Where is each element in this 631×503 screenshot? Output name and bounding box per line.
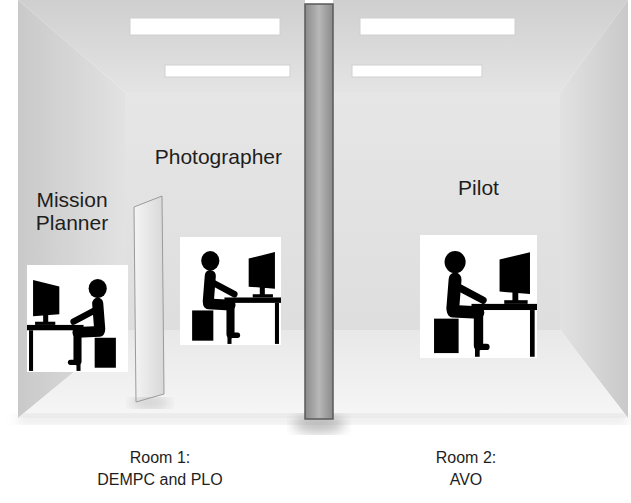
- person-icon: [192, 251, 281, 344]
- ceiling-light: [352, 65, 482, 77]
- room-area: Mission PlannerPhotographerRoom 1: DEMPC…: [0, 0, 305, 503]
- role-label: Mission Planner: [18, 188, 126, 234]
- ceiling-light: [165, 65, 290, 77]
- partition-shadow: [130, 398, 170, 408]
- person-station: Photographer: [130, 145, 284, 347]
- person-station: Pilot: [418, 176, 539, 360]
- person-station: Mission Planner: [24, 188, 132, 374]
- divider-wall: [305, 4, 333, 419]
- role-label: Pilot: [418, 176, 539, 200]
- person-icon: [27, 279, 116, 371]
- icon-box: [180, 237, 281, 345]
- ceiling-light: [130, 18, 280, 35]
- person-icon: [434, 251, 537, 357]
- room-caption: Room 1: DEMPC and PLO: [94, 447, 226, 491]
- ceiling-light: [360, 18, 515, 35]
- room-caption: Room 2: AVO: [400, 447, 532, 491]
- partition-panel: [134, 196, 164, 402]
- room-area: PilotRoom 2: AVO: [333, 0, 631, 503]
- icon-box: [420, 235, 537, 358]
- role-label: Photographer: [130, 145, 282, 169]
- icon-box: [27, 265, 128, 372]
